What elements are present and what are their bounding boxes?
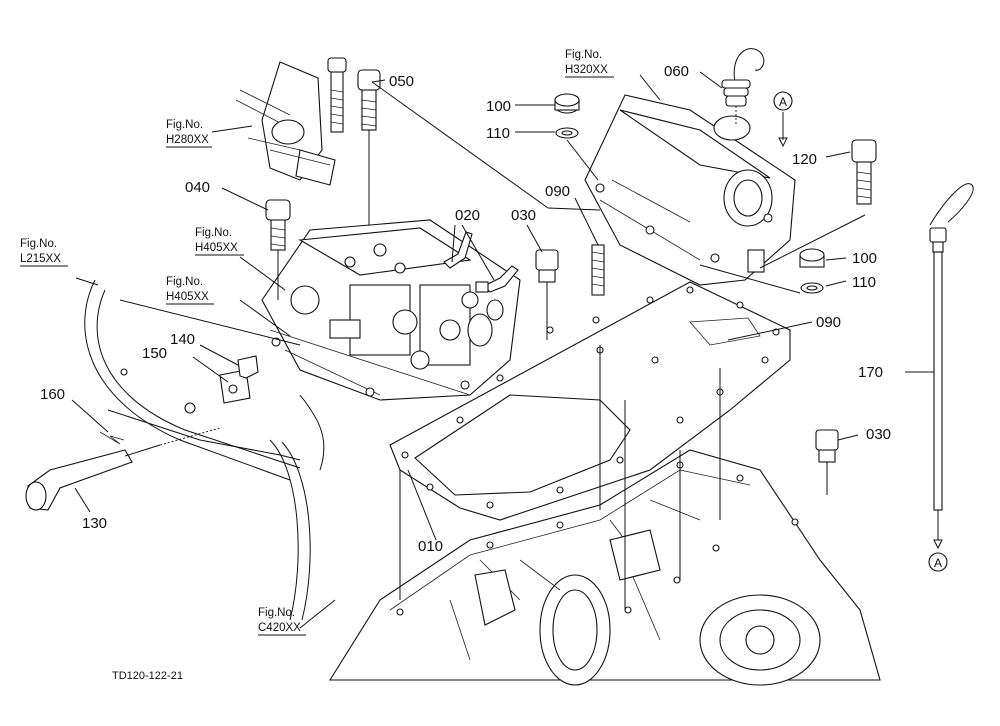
bolt-120-drawing <box>851 139 877 205</box>
figref-l215-line2: L215XX <box>20 253 61 265</box>
figref-h280-line1: Fig.No. <box>166 119 203 131</box>
callout-020: 020 <box>455 207 480 224</box>
plug-030-upper-drawing <box>535 249 559 340</box>
plug-030-lower-drawing <box>815 429 839 495</box>
callout-040: 040 <box>185 179 210 196</box>
ref-marker-a-top <box>773 91 793 111</box>
callout-130: 130 <box>82 515 107 532</box>
pin-handle-130-160-drawing <box>25 427 221 511</box>
figref-c420-line2: C420XX <box>258 622 301 634</box>
breather-060-drawing <box>721 48 765 125</box>
long-bolt-drawing <box>327 57 347 133</box>
ref-marker-a-bottom <box>928 552 948 572</box>
callout-090-lower: 090 <box>816 314 841 331</box>
nut-washer-lower-drawing <box>799 248 825 294</box>
figref-h405-lower-line2: H405XX <box>166 291 209 303</box>
ref-marker-a-top-text: A <box>779 95 787 109</box>
figref-h405-upper-line2: H405XX <box>195 242 238 254</box>
callout-160: 160 <box>40 386 65 403</box>
callout-120: 120 <box>792 151 817 168</box>
gasket-plate-010-drawing <box>389 281 791 521</box>
callout-100-lower: 100 <box>852 250 877 267</box>
callout-100-upper: 100 <box>486 98 511 115</box>
callout-170: 170 <box>858 364 883 381</box>
frame-outline-drawing <box>84 279 325 621</box>
ref-marker-a-bottom-text: A <box>934 556 942 570</box>
callout-030-lower: 030 <box>866 426 891 443</box>
figref-l215-line1: Fig.No. <box>20 238 57 250</box>
stud-090-left-drawing <box>591 244 605 296</box>
callout-110-upper: 110 <box>486 125 510 142</box>
callout-050: 050 <box>389 73 414 90</box>
reference-markers: A A <box>773 91 948 572</box>
callout-150: 150 <box>142 345 167 362</box>
callout-labels: 050 100 110 060 120 040 020 030 090 100 … <box>40 63 891 555</box>
callout-060: 060 <box>664 63 689 80</box>
callout-090-upper: 090 <box>545 183 570 200</box>
drawing-number: TD120-122-21 <box>112 670 183 682</box>
callout-140: 140 <box>170 331 195 348</box>
valve-block-drawing <box>261 219 521 401</box>
figref-c420-line1: Fig.No. <box>258 607 295 619</box>
figref-h405-upper-line1: Fig.No. <box>195 227 232 239</box>
callout-110-lower: 110 <box>852 274 876 291</box>
figref-h320-line2: H320XX <box>565 64 608 76</box>
dipstick-170-drawing <box>929 183 974 550</box>
transmission-case-drawing <box>329 449 881 686</box>
callout-030-upper: 030 <box>511 207 536 224</box>
figref-h280-line2: H280XX <box>166 134 209 146</box>
figref-h405-lower-line1: Fig.No. <box>166 276 203 288</box>
figref-h320-line1: Fig.No. <box>565 49 602 61</box>
nut-washer-upper-drawing <box>554 93 599 181</box>
linkage-bracket-drawing <box>235 61 336 186</box>
clip-plate-140-150-drawing <box>219 355 259 404</box>
bolt-040-drawing <box>265 199 291 300</box>
callout-010: 010 <box>418 538 443 555</box>
figure-references: Fig.No. H280XX Fig.No. H320XX Fig.No. L2… <box>20 49 614 636</box>
leader-lines <box>71 71 934 629</box>
transmission-cover-drawing <box>584 94 796 286</box>
fittings-020-drawing <box>443 231 519 293</box>
